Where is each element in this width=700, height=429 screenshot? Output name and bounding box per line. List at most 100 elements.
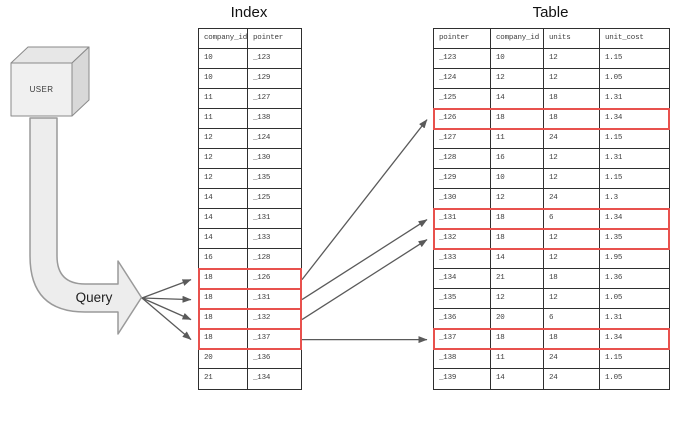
table-cell: 1.31	[605, 154, 623, 162]
table-cell: 12	[544, 69, 600, 88]
table-row: 18_131	[198, 288, 302, 310]
table-cell: 16	[491, 149, 544, 168]
table-cell: _130	[434, 189, 491, 208]
table-cell: _138	[253, 114, 271, 122]
query-to-index-arrow	[141, 295, 192, 303]
data-table-title: Table	[532, 4, 569, 21]
table-cell: _124	[253, 134, 271, 142]
column-header: pointer	[253, 34, 284, 42]
table-row: 18_126	[198, 268, 302, 290]
table-cell: _132	[253, 314, 271, 322]
table-cell: 18	[491, 109, 544, 128]
table-row: 21_134	[199, 369, 301, 389]
table-cell: 1.05	[605, 74, 623, 82]
table-cell: 11	[491, 349, 544, 368]
column-header: pointer	[434, 29, 491, 48]
table-cell: 18	[544, 109, 600, 128]
table-cell: 10	[199, 69, 248, 88]
table-cell: 11	[199, 109, 248, 128]
table-cell: 12	[544, 289, 600, 308]
table-cell: _131	[434, 209, 491, 228]
table-cell: _135	[253, 174, 271, 182]
table-cell: 10	[491, 169, 544, 188]
table-row: 12_124	[199, 129, 301, 149]
query-to-index-arrow	[141, 278, 192, 299]
table-cell: 10	[199, 49, 248, 68]
index-table-title: Index	[230, 4, 268, 21]
table-cell: 11	[491, 129, 544, 148]
table-cell: 12	[491, 189, 544, 208]
table-cell: 10	[491, 49, 544, 68]
table-cell: 18	[491, 209, 544, 228]
table-cell: 1.3	[605, 194, 618, 202]
table-cell: _137	[253, 334, 271, 342]
table-cell: 14	[491, 249, 544, 268]
table-cell: _134	[434, 269, 491, 288]
table-cell: 6	[544, 209, 600, 228]
table-row: 18_132	[198, 308, 302, 330]
table-cell: 1.31	[605, 94, 623, 102]
table-cell: 21	[491, 269, 544, 288]
table-cell: _136	[253, 354, 271, 362]
table-cell: 18	[491, 229, 544, 248]
table-row: 11 _138	[199, 109, 301, 129]
table-cell: _132	[434, 229, 491, 248]
table-row: 12_130	[199, 149, 301, 169]
table-cell: _136	[434, 309, 491, 328]
table-cell: 1.05	[605, 374, 623, 382]
table-cell: _128	[253, 254, 271, 262]
table-cell: 18	[544, 329, 600, 348]
table-cell: _126	[253, 274, 271, 282]
table-row: 10 _129	[199, 69, 301, 89]
table-cell: _133	[434, 249, 491, 268]
table-cell: 14	[491, 369, 544, 389]
table-cell: 24	[544, 189, 600, 208]
table-cell: 12	[544, 249, 600, 268]
table-cell: 12	[544, 229, 600, 248]
table-cell: _130	[253, 154, 271, 162]
table-cell: 16	[199, 249, 248, 268]
table-cell: 12	[544, 169, 600, 188]
table-cell: _123	[434, 49, 491, 68]
table-cell: 1.35	[605, 234, 623, 242]
table-cell: _126	[434, 109, 491, 128]
table-row: 14_133	[199, 229, 301, 249]
table-cell: 14	[491, 89, 544, 108]
table-cell: 14	[199, 189, 248, 208]
table-cell: _125	[253, 194, 271, 202]
table-cell: 12	[491, 289, 544, 308]
table-cell: 18	[199, 329, 248, 348]
table-row: 14_131	[199, 209, 301, 229]
table-cell: 12	[544, 149, 600, 168]
table-cell: _127	[434, 129, 491, 148]
column-header: company_id	[199, 29, 248, 48]
index-to-table-arrow	[301, 119, 428, 281]
table-cell: 20	[199, 349, 248, 368]
user-cube-label: USER	[29, 85, 54, 94]
table-cell: _139	[434, 369, 491, 389]
table-cell: _129	[253, 74, 271, 82]
query-label: Query	[75, 290, 113, 305]
table-cell: 1.34	[605, 114, 623, 122]
table-row: 11_127	[199, 89, 301, 109]
table-row: 14 _125	[199, 189, 301, 209]
table-cell: 11	[199, 89, 248, 108]
table-cell: 18	[544, 89, 600, 108]
table-row: 10_123	[199, 49, 301, 69]
table-cell: 1.36	[605, 274, 623, 282]
table-cell: _128	[434, 149, 491, 168]
table-cell: 1.15	[605, 54, 623, 62]
table-cell: _131	[253, 294, 271, 302]
